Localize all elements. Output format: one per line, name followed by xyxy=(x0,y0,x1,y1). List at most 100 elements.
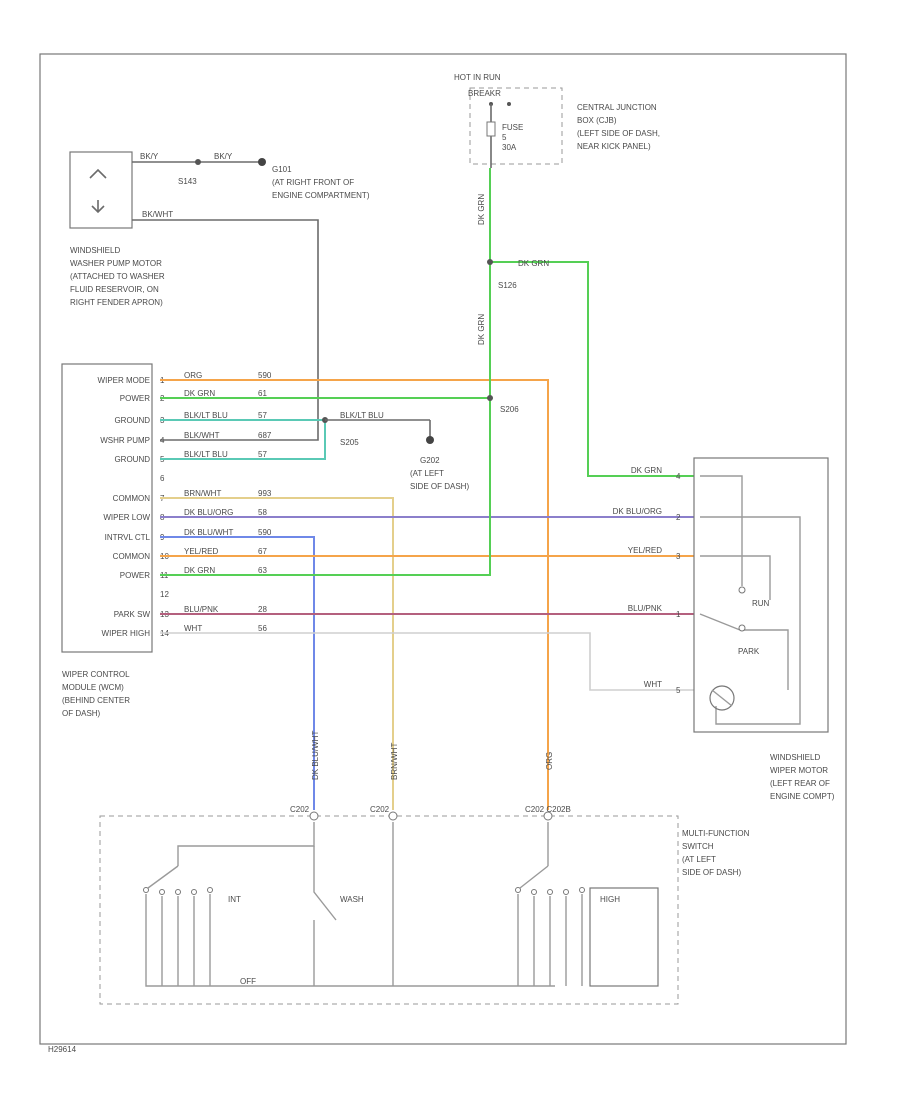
ground-g101-label: G101 xyxy=(272,165,292,174)
svg-text:(ATTACHED TO WASHER: (ATTACHED TO WASHER xyxy=(70,272,165,281)
washer-pump-description: WINDSHIELD WASHER PUMP MOTOR (ATTACHED T… xyxy=(70,246,165,307)
connector-c202-label-2: C202 xyxy=(370,805,390,814)
ground-g202-location: (AT LEFT xyxy=(410,469,444,478)
wiper-motor-description: WINDSHIELD WIPER MOTOR (LEFT REAR OF ENG… xyxy=(770,753,835,801)
svg-text:BOX (CJB): BOX (CJB) xyxy=(577,116,617,125)
wire-orange-wiper-mode xyxy=(160,379,549,810)
svg-text:MODULE (WCM): MODULE (WCM) xyxy=(62,683,124,692)
splice-s206-label: S206 xyxy=(500,405,519,414)
wire-teal-ground-2 xyxy=(160,420,326,460)
module-wire-color-label: DK GRN xyxy=(184,566,215,575)
module-wire-color-label: DK GRN xyxy=(184,389,215,398)
connector-c202b-label: C202 C202B xyxy=(525,805,571,814)
motor-pin-number: 1 xyxy=(676,610,681,619)
selector-arm-icon xyxy=(147,865,179,889)
contact-icon xyxy=(191,889,197,895)
motor-internal-low xyxy=(700,516,801,725)
module-wire-color-label: WHT xyxy=(184,624,202,633)
module-pin-label: WIPER HIGH xyxy=(102,629,151,638)
module-circuit-number: 67 xyxy=(258,547,267,556)
selector-arm-icon xyxy=(519,865,549,889)
wiper-motor-icon xyxy=(709,685,735,711)
motor-pin-number: 5 xyxy=(676,686,681,695)
washer-wire-bk-wht xyxy=(132,219,319,441)
module-pin-label: POWER xyxy=(120,571,150,580)
wash-label: WASH xyxy=(340,895,364,904)
motor-run-label: RUN xyxy=(752,599,770,608)
svg-text:SWITCH: SWITCH xyxy=(682,842,714,851)
svg-text:(LEFT REAR OF: (LEFT REAR OF xyxy=(770,779,830,788)
module-wire-color-label: BLK/WHT xyxy=(184,431,220,440)
dk-grn-vertical-label-2: DK GRN xyxy=(477,314,486,345)
wire-yellow-common xyxy=(160,497,394,810)
module-wire-color-label: DK BLU/WHT xyxy=(184,528,233,537)
module-pin-label: PARK SW xyxy=(114,610,151,619)
ground-g101-icon xyxy=(258,158,266,166)
central-junction-box xyxy=(469,87,563,165)
module-pin-label: COMMON xyxy=(113,494,151,503)
svg-text:SIDE OF DASH): SIDE OF DASH) xyxy=(682,868,741,877)
dk-grn-label: DK GRN xyxy=(518,259,549,268)
module-circuit-number: 57 xyxy=(258,450,267,459)
mf-switch-description: MULTI-FUNCTION SWITCH (AT LEFT SIDE OF D… xyxy=(682,829,750,877)
svg-text:(LEFT SIDE OF DASH,: (LEFT SIDE OF DASH, xyxy=(577,129,660,138)
switch-off-label: OFF xyxy=(240,977,256,986)
motor-park-contact xyxy=(699,613,741,631)
motor-park-path xyxy=(740,629,789,690)
switch-common-bus xyxy=(145,894,555,987)
contact-icon xyxy=(579,887,585,893)
fuse-icon xyxy=(486,121,496,137)
motor-wire-color-label: BLU/PNK xyxy=(628,604,663,613)
motor-pin-number: 3 xyxy=(676,552,681,561)
contact-icon xyxy=(159,889,165,895)
svg-text:WIPER CONTROL: WIPER CONTROL xyxy=(62,670,130,679)
motor-wire-color-label: YEL/RED xyxy=(628,546,662,555)
splice-s126-label: S126 xyxy=(498,281,517,290)
vert-wire-brn-wht: BRN/WHT xyxy=(390,743,399,780)
svg-text:WINDSHIELD: WINDSHIELD xyxy=(70,246,120,255)
module-wire-color-label: ORG xyxy=(184,371,202,380)
contact-icon xyxy=(563,889,569,895)
module-wire-color-label: DK BLU/ORG xyxy=(184,508,233,517)
module-pin-label: WIPER LOW xyxy=(103,513,150,522)
module-circuit-number: 993 xyxy=(258,489,272,498)
module-pin-label: COMMON xyxy=(113,552,151,561)
motor-pin-number: 4 xyxy=(676,472,681,481)
svg-text:(AT LEFT: (AT LEFT xyxy=(682,855,716,864)
module-pin-label: GROUND xyxy=(114,455,150,464)
motor-internal-common xyxy=(700,555,771,600)
svg-text:FLUID RESERVOIR, ON: FLUID RESERVOIR, ON xyxy=(70,285,159,294)
module-circuit-number: 56 xyxy=(258,624,267,633)
washer-pump-motor xyxy=(69,151,133,229)
cjb-description: CENTRAL JUNCTION BOX (CJB) (LEFT SIDE OF… xyxy=(577,103,660,151)
breaker-terminal-icon xyxy=(507,102,511,106)
svg-text:WASHER PUMP MOTOR: WASHER PUMP MOTOR xyxy=(70,259,162,268)
wire-green-power-feed xyxy=(160,168,491,576)
module-circuit-number: 28 xyxy=(258,605,267,614)
switch-int-label: INT xyxy=(228,895,241,904)
connector-c202b-icon xyxy=(543,811,553,821)
diagram-frame xyxy=(39,53,847,1045)
ground-g202-icon xyxy=(426,436,434,444)
diagram-code: H29614 xyxy=(48,1045,77,1054)
windshield-wiper-motor xyxy=(693,457,829,733)
motor-pin-number: 2 xyxy=(676,513,681,522)
module-pin-number: 12 xyxy=(160,590,169,599)
motor-wire-color-label: DK GRN xyxy=(631,466,662,475)
wire-green-motor-feed xyxy=(490,261,694,477)
motor-symbol-icon xyxy=(89,168,107,179)
module-pin-number: 6 xyxy=(160,474,165,483)
wire-label-bk-y: BK/Y xyxy=(140,152,159,161)
svg-text:RIGHT FENDER APRON): RIGHT FENDER APRON) xyxy=(70,298,163,307)
svg-text:WINDSHIELD: WINDSHIELD xyxy=(770,753,820,762)
svg-text:(BEHIND CENTER: (BEHIND CENTER xyxy=(62,696,130,705)
splice-s143-label: S143 xyxy=(178,177,197,186)
hot-in-run-label: HOT IN RUN xyxy=(454,73,501,82)
module-wire-color-label: BRN/WHT xyxy=(184,489,221,498)
ground-g101-location: ENGINE COMPARTMENT) xyxy=(272,191,370,200)
module-wire-color-label: BLU/PNK xyxy=(184,605,219,614)
switch-resistor-block xyxy=(589,887,659,987)
